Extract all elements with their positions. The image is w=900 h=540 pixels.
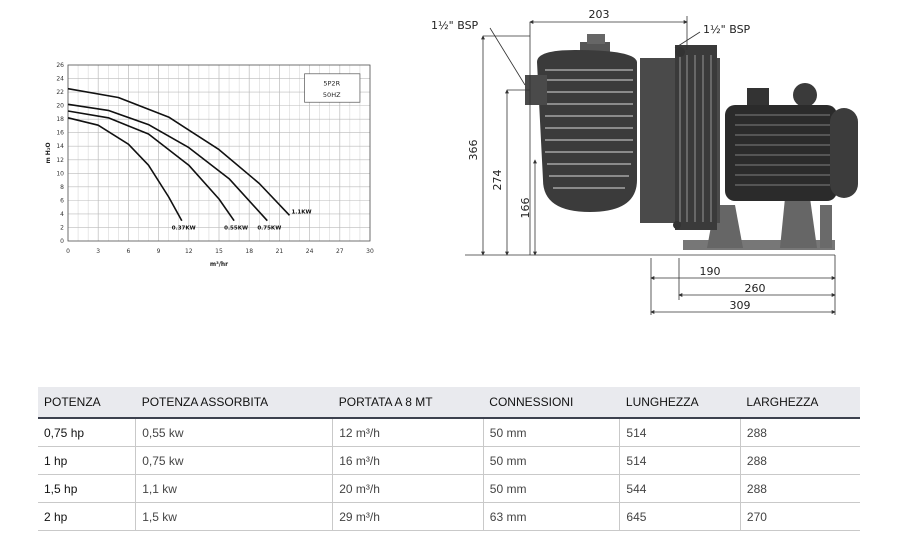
table-cell: 2 hp	[38, 502, 136, 531]
x-tick-label: 3	[96, 248, 100, 255]
table-row: 1,5 hp 1,1 kw 20 m³/h 50 mm 544 288	[38, 474, 860, 503]
table-cell: 50 mm	[482, 418, 620, 447]
table-cell: 29 m³/h	[332, 502, 484, 531]
series-label-2: 0.75KW	[257, 226, 281, 232]
pump-drawing-svg: 1½" BSP 1½" BSP 203 366 274 166 190 260 …	[431, 8, 858, 315]
series-label-3: 1.1KW	[291, 209, 311, 215]
y-tick-label: 8	[60, 184, 64, 191]
table-cell: 50 mm	[482, 474, 620, 503]
y-tick-label: 26	[56, 62, 64, 69]
model-legend-box	[304, 73, 361, 103]
bsp-inlet-label: 1½" BSP	[431, 19, 479, 32]
table-cell: 20 m³/h	[332, 474, 484, 503]
x-tick-label: 6	[126, 248, 130, 255]
y-tick-label: 6	[60, 197, 64, 204]
pump-technical-drawing: 1½" BSP 1½" BSP 203 366 274 166 190 260 …	[425, 0, 900, 320]
header-flow-rate: PORTATA A 8 MT	[332, 387, 484, 419]
x-tick-label: 24	[306, 248, 314, 255]
series-label-1: 0.55KW	[224, 226, 248, 232]
header-width: LARGHEZZA	[740, 387, 860, 419]
x-tick-label: 18	[245, 248, 253, 255]
table-row: 0,75 hp 0,55 kw 12 m³/h 50 mm 514 288	[38, 418, 860, 447]
table-cell: 288	[739, 418, 860, 447]
dim-length-309: 309	[730, 299, 751, 312]
x-tick-label: 27	[336, 248, 344, 255]
table-cell: 12 m³/h	[332, 418, 484, 447]
x-tick-label: 9	[157, 248, 161, 255]
x-tick-label: 15	[215, 248, 223, 255]
motor-body	[725, 83, 858, 201]
header-power: POTENZA	[38, 387, 136, 419]
table-cell: 1 hp	[38, 446, 136, 475]
dimension-labels: 1½" BSP 1½" BSP 203 366 274 166 190 260 …	[431, 8, 766, 312]
chart-subtitle: 50HZ	[323, 91, 341, 99]
table-cell: 50 mm	[482, 446, 620, 475]
y-tick-label: 24	[56, 76, 64, 83]
dim-height-274: 274	[491, 170, 504, 191]
chart-title: 5P2R	[323, 79, 340, 87]
table-cell: 16 m³/h	[332, 446, 484, 475]
table-cell: 288	[739, 474, 860, 503]
spec-table: POTENZA POTENZA ASSORBITA PORTATA A 8 MT…	[38, 387, 860, 531]
y-tick-label: 20	[56, 103, 64, 110]
x-axis-label: m³/hr	[210, 261, 228, 268]
series-label-0: 0.37KW	[172, 226, 196, 232]
y-tick-label: 4	[60, 211, 64, 218]
table-header-row: POTENZA POTENZA ASSORBITA PORTATA A 8 MT…	[38, 387, 860, 419]
table-cell: 514	[619, 418, 741, 447]
table-cell: 288	[739, 446, 860, 475]
y-tick-label: 0	[60, 238, 64, 245]
table-cell: 270	[739, 502, 860, 531]
y-tick-label: 16	[56, 130, 64, 137]
bsp-outlet-label: 1½" BSP	[703, 23, 751, 36]
table-cell: 1,5 hp	[38, 474, 136, 503]
x-tick-label: 21	[276, 248, 284, 255]
dim-length-190: 190	[700, 265, 721, 278]
table-cell: 0,75 kw	[135, 446, 333, 475]
dimension-lines	[465, 16, 836, 315]
y-tick-label: 18	[56, 116, 64, 123]
y-tick-label: 10	[56, 170, 64, 177]
dim-height-366: 366	[467, 140, 480, 161]
table-cell: 0,55 kw	[135, 418, 333, 447]
table-cell: 0,75 hp	[38, 418, 136, 447]
table-cell: 1,1 kw	[135, 474, 333, 503]
plot-frame	[67, 64, 371, 242]
table-cell: 514	[619, 446, 741, 475]
series-line-1	[67, 110, 235, 222]
series-line-0	[67, 117, 183, 222]
pump-housing	[640, 45, 720, 230]
y-tick-label: 22	[56, 89, 64, 96]
dim-width-top: 203	[589, 8, 610, 21]
y-tick-label: 14	[56, 143, 64, 150]
table-cell: 1,5 kw	[135, 502, 333, 531]
table-cell: 544	[619, 474, 741, 503]
table-row: 2 hp 1,5 kw 29 m³/h 63 mm 645 270	[38, 502, 860, 531]
dim-length-260: 260	[745, 282, 766, 295]
x-tick-label: 12	[185, 248, 193, 255]
header-absorbed-power: POTENZA ASSORBITA	[135, 387, 333, 419]
dim-height-166: 166	[519, 198, 532, 219]
table-cell: 645	[619, 502, 741, 531]
strainer-basket	[525, 34, 637, 212]
series-line-2	[67, 103, 268, 222]
header-connections: CONNESSIONI	[483, 387, 620, 419]
table-row: 1 hp 0,75 kw 16 m³/h 50 mm 514 288	[38, 446, 860, 475]
table-cell: 63 mm	[482, 502, 620, 531]
y-tick-label: 2	[60, 224, 64, 231]
series-line-3	[67, 87, 291, 216]
x-tick-label: 0	[66, 248, 70, 255]
x-tick-label: 30	[366, 248, 374, 255]
y-tick-label: 12	[56, 157, 64, 164]
header-length: LUNGHEZZA	[619, 387, 741, 419]
y-axis-label: m H₂O	[45, 142, 52, 163]
